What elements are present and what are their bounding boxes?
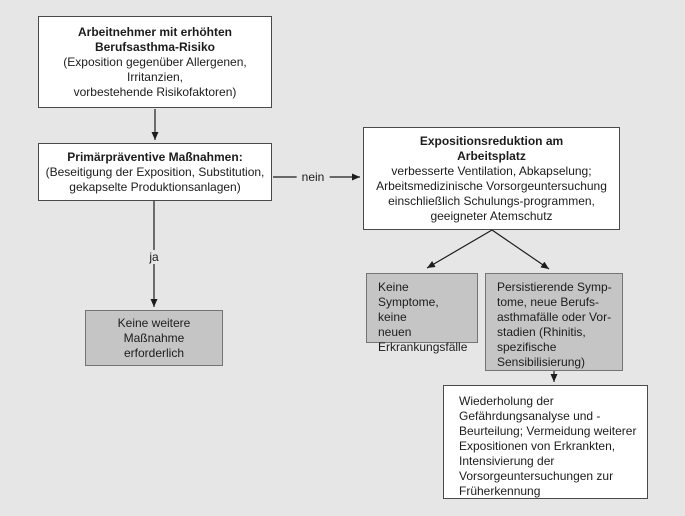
node-risk-title: Arbeitnehmer mit erhöhten Berufsasthma-R… bbox=[77, 24, 233, 54]
node-exposure-reduction-body: verbesserte Ventilation, Abkapselung; Ar… bbox=[376, 163, 607, 223]
node-no-symptoms-body: Keine Symptome, keine neuen Erkrankungsf… bbox=[378, 280, 468, 354]
node-repeat-analysis: Wiederholung der Gefährdungsanalyse und … bbox=[443, 385, 648, 499]
node-primary-prevention-title: Primärpräventive Maßnahmen: bbox=[67, 149, 243, 164]
node-no-symptoms: Keine Symptome, keine neuen Erkrankungsf… bbox=[366, 273, 478, 354]
node-persistent-symptoms: Persistierende Symp- tome, neue Berufs- … bbox=[485, 273, 623, 371]
node-exposure-reduction-title: Expositionsreduktion am Arbeitsplatz bbox=[419, 133, 564, 163]
node-no-further-measures: Keine weitere Maßnahme erforderlich bbox=[85, 310, 223, 366]
node-primary-prevention-body: (Beseitigung der Exposition, Substitutio… bbox=[45, 164, 265, 194]
edge-label-nein: nein bbox=[296, 170, 330, 184]
node-persistent-symptoms-body: Persistierende Symp- tome, neue Berufs- … bbox=[497, 280, 612, 369]
node-risk-body: (Exposition gegenüber Allergenen, Irrita… bbox=[63, 54, 247, 99]
node-repeat-analysis-body: Wiederholung der Gefährdungsanalyse und … bbox=[459, 394, 637, 498]
arrow-exposure-to-nosymptoms bbox=[426, 229, 493, 269]
node-risk: Arbeitnehmer mit erhöhten Berufsasthma-R… bbox=[38, 16, 272, 108]
node-exposure-reduction: Expositionsreduktion am Arbeitsplatz ver… bbox=[363, 127, 620, 230]
edge-label-ja: ja bbox=[144, 250, 164, 264]
arrow-exposure-to-persistent bbox=[491, 229, 550, 270]
node-primary-prevention: Primärpräventive Maßnahmen: (Beseitigung… bbox=[38, 143, 272, 201]
node-no-further-measures-body: Keine weitere Maßnahme erforderlich bbox=[117, 315, 191, 360]
